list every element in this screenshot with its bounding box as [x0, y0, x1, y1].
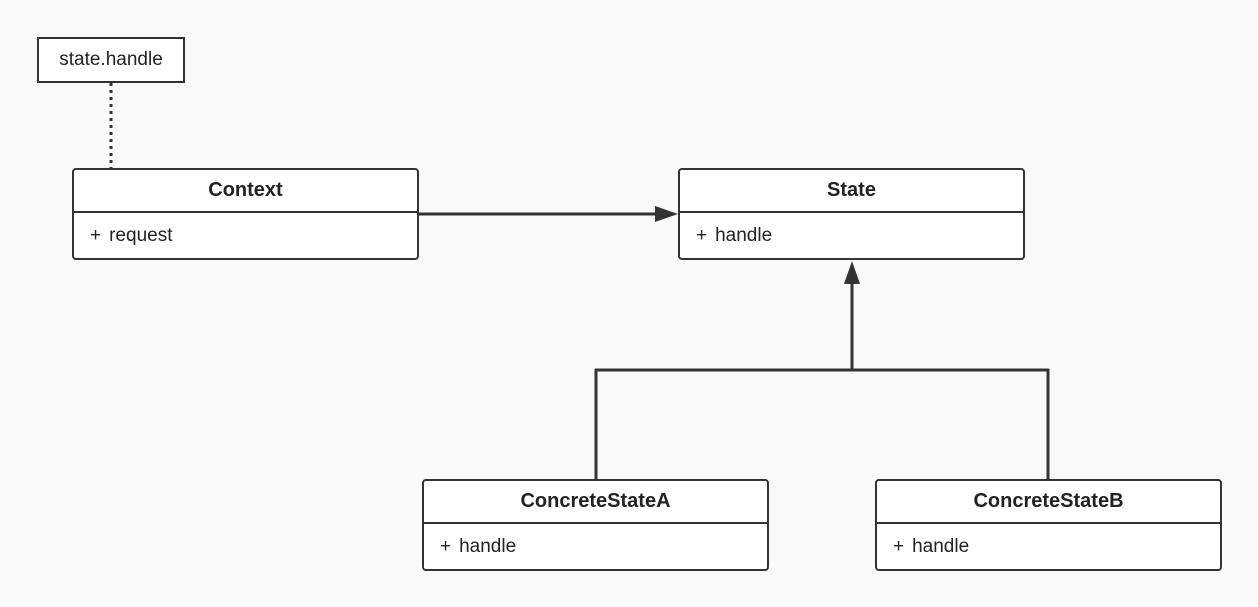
class-member: + handle: [877, 524, 1220, 569]
class-name: Context: [74, 170, 417, 213]
association-arrowhead: [655, 206, 678, 222]
class-concrete-state-b[interactable]: ConcreteStateB + handle: [875, 479, 1222, 571]
visibility-marker: +: [440, 535, 452, 557]
class-name: State: [680, 170, 1023, 213]
class-member: + handle: [680, 213, 1023, 258]
generalization-arrowhead: [844, 261, 860, 284]
note-state-handle[interactable]: state.handle: [37, 37, 185, 83]
class-state[interactable]: State + handle: [678, 168, 1025, 260]
class-name: ConcreteStateB: [877, 481, 1220, 524]
visibility-marker: +: [90, 224, 102, 246]
member-name: handle: [715, 224, 773, 246]
class-member: + request: [74, 213, 417, 258]
visibility-marker: +: [696, 224, 708, 246]
member-name: handle: [912, 535, 970, 557]
member-name: handle: [459, 535, 517, 557]
class-member: + handle: [424, 524, 767, 569]
member-name: request: [109, 224, 173, 246]
class-context[interactable]: Context + request: [72, 168, 419, 260]
note-text: state.handle: [59, 49, 163, 70]
class-name: ConcreteStateA: [424, 481, 767, 524]
class-concrete-state-a[interactable]: ConcreteStateA + handle: [422, 479, 769, 571]
visibility-marker: +: [893, 535, 905, 557]
